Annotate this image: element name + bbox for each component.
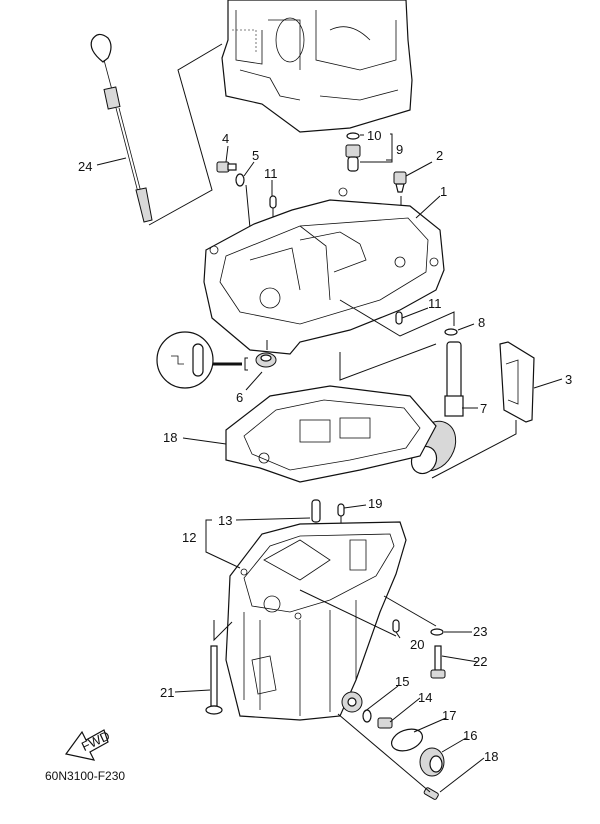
bolt-part-22 [430,645,446,679]
oil-seal-part [156,331,277,389]
o-ring-part [444,328,458,336]
dipstick-part [90,33,223,226]
callout-20-lower: 20 [410,637,424,652]
engine-block [221,0,413,133]
gasket-part-17 [390,728,424,752]
callout-14: 14 [418,690,432,705]
drain-parts [337,691,445,800]
bolt-part-4 [216,161,237,173]
callout-24: 24 [78,159,92,174]
callout-12: 12 [182,530,196,545]
nipple-part [311,499,321,523]
dowel-pin-part [395,311,403,325]
fwd-arrow-icon: FWD [64,728,112,761]
callout-13: 13 [218,513,232,528]
drain-bolt-part [377,717,393,729]
callout-21: 21 [160,685,174,700]
callout-8: 8 [478,315,485,330]
callout-16: 16 [463,728,477,743]
dowel-pin-part [392,619,400,633]
callout-19: 18 [163,430,177,445]
callout-labels: 24 4 5 11 10 9 2 1 11 8 3 7 6 18 13 12 1… [78,128,572,764]
oil-pan-lower-part [225,521,407,721]
callout-9: 9 [396,142,403,157]
callout-10: 10 [367,128,381,143]
drawing-code: 60N3100-F230 [45,769,125,783]
callout-3: 3 [565,372,572,387]
callout-20-upper: 19 [368,496,382,511]
callout-18: 18 [484,749,498,764]
dowel-pin-part [269,195,277,209]
fwd-label: FWD [79,728,112,754]
union-part [345,132,361,172]
gasket-part-19 [225,385,437,483]
callout-17: 17 [442,708,456,723]
callout-15: 15 [395,674,409,689]
callout-7: 7 [480,401,487,416]
callout-5: 5 [252,148,259,163]
callout-6: 6 [236,390,243,405]
washer-part-23 [430,628,444,636]
dowel-pin-part [337,503,345,517]
bolt-part-21 [205,620,233,715]
callout-4: 4 [222,131,229,146]
callout-11-upper: 11 [264,166,278,181]
callout-22: 22 [473,654,487,669]
callout-1: 1 [440,184,447,199]
baffle-plate-part [499,341,535,423]
callout-23: 23 [473,624,487,639]
callout-11-lower: 11 [428,296,442,311]
callout-leaders [96,133,563,793]
oil-pan-upper-part [203,187,445,355]
callout-2: 2 [436,148,443,163]
